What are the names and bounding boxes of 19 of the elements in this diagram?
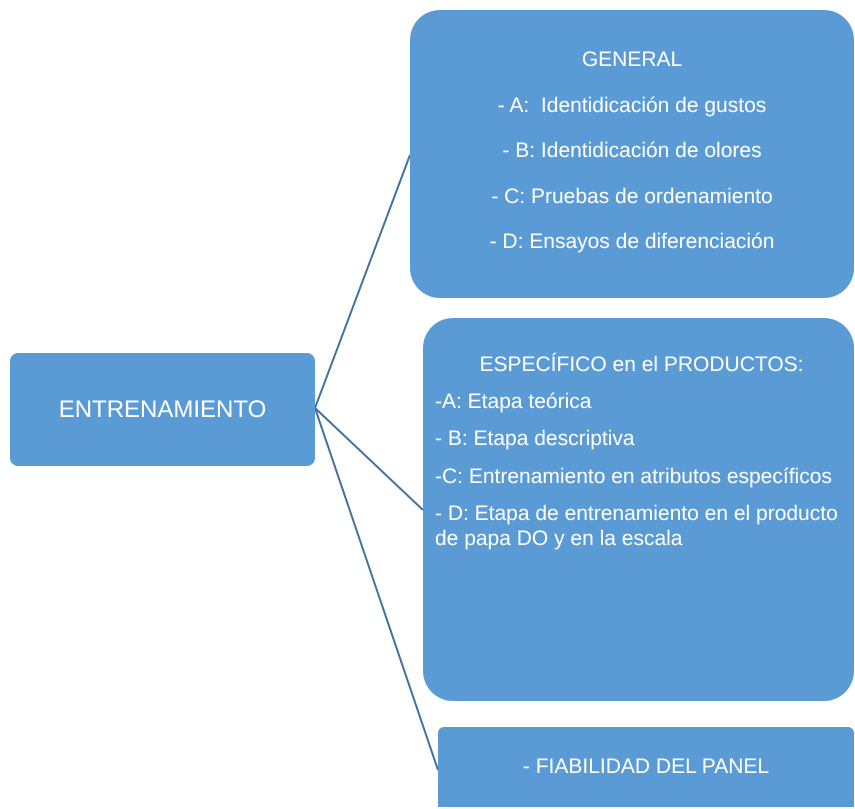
box-heading: GENERAL — [582, 47, 682, 73]
rounded-box — [423, 318, 854, 701]
list-item: - D: Ensayos de diferenciación — [490, 229, 774, 255]
connector-line — [314, 408, 439, 770]
list-item: - A: Identidicación de gustos — [498, 92, 766, 118]
connector-line — [314, 154, 411, 408]
connector-line — [314, 407, 424, 511]
rounded-box — [410, 10, 854, 298]
box-heading: - FIABILIDAD DEL PANEL — [522, 754, 770, 780]
list-item: - B: Identidicación de olores — [502, 138, 762, 164]
list-item: -C: Entrenamiento en atributos específicos — [435, 464, 833, 489]
rounded-box — [438, 727, 854, 807]
list-item: -A: Etapa teórica — [435, 389, 592, 414]
rounded-box — [10, 353, 315, 466]
list-item: - D: Etapa de entrenamiento en el producto de papa DO y en la escala — [435, 500, 839, 552]
list-item: - B: Etapa descriptiva — [435, 426, 636, 452]
box-heading: ENTRENAMIENTO — [58, 394, 266, 424]
list-item: - C: Pruebas de ordenamiento — [491, 184, 773, 210]
box-heading: ESPECÍFICO en el PRODUCTOS: — [479, 352, 804, 378]
